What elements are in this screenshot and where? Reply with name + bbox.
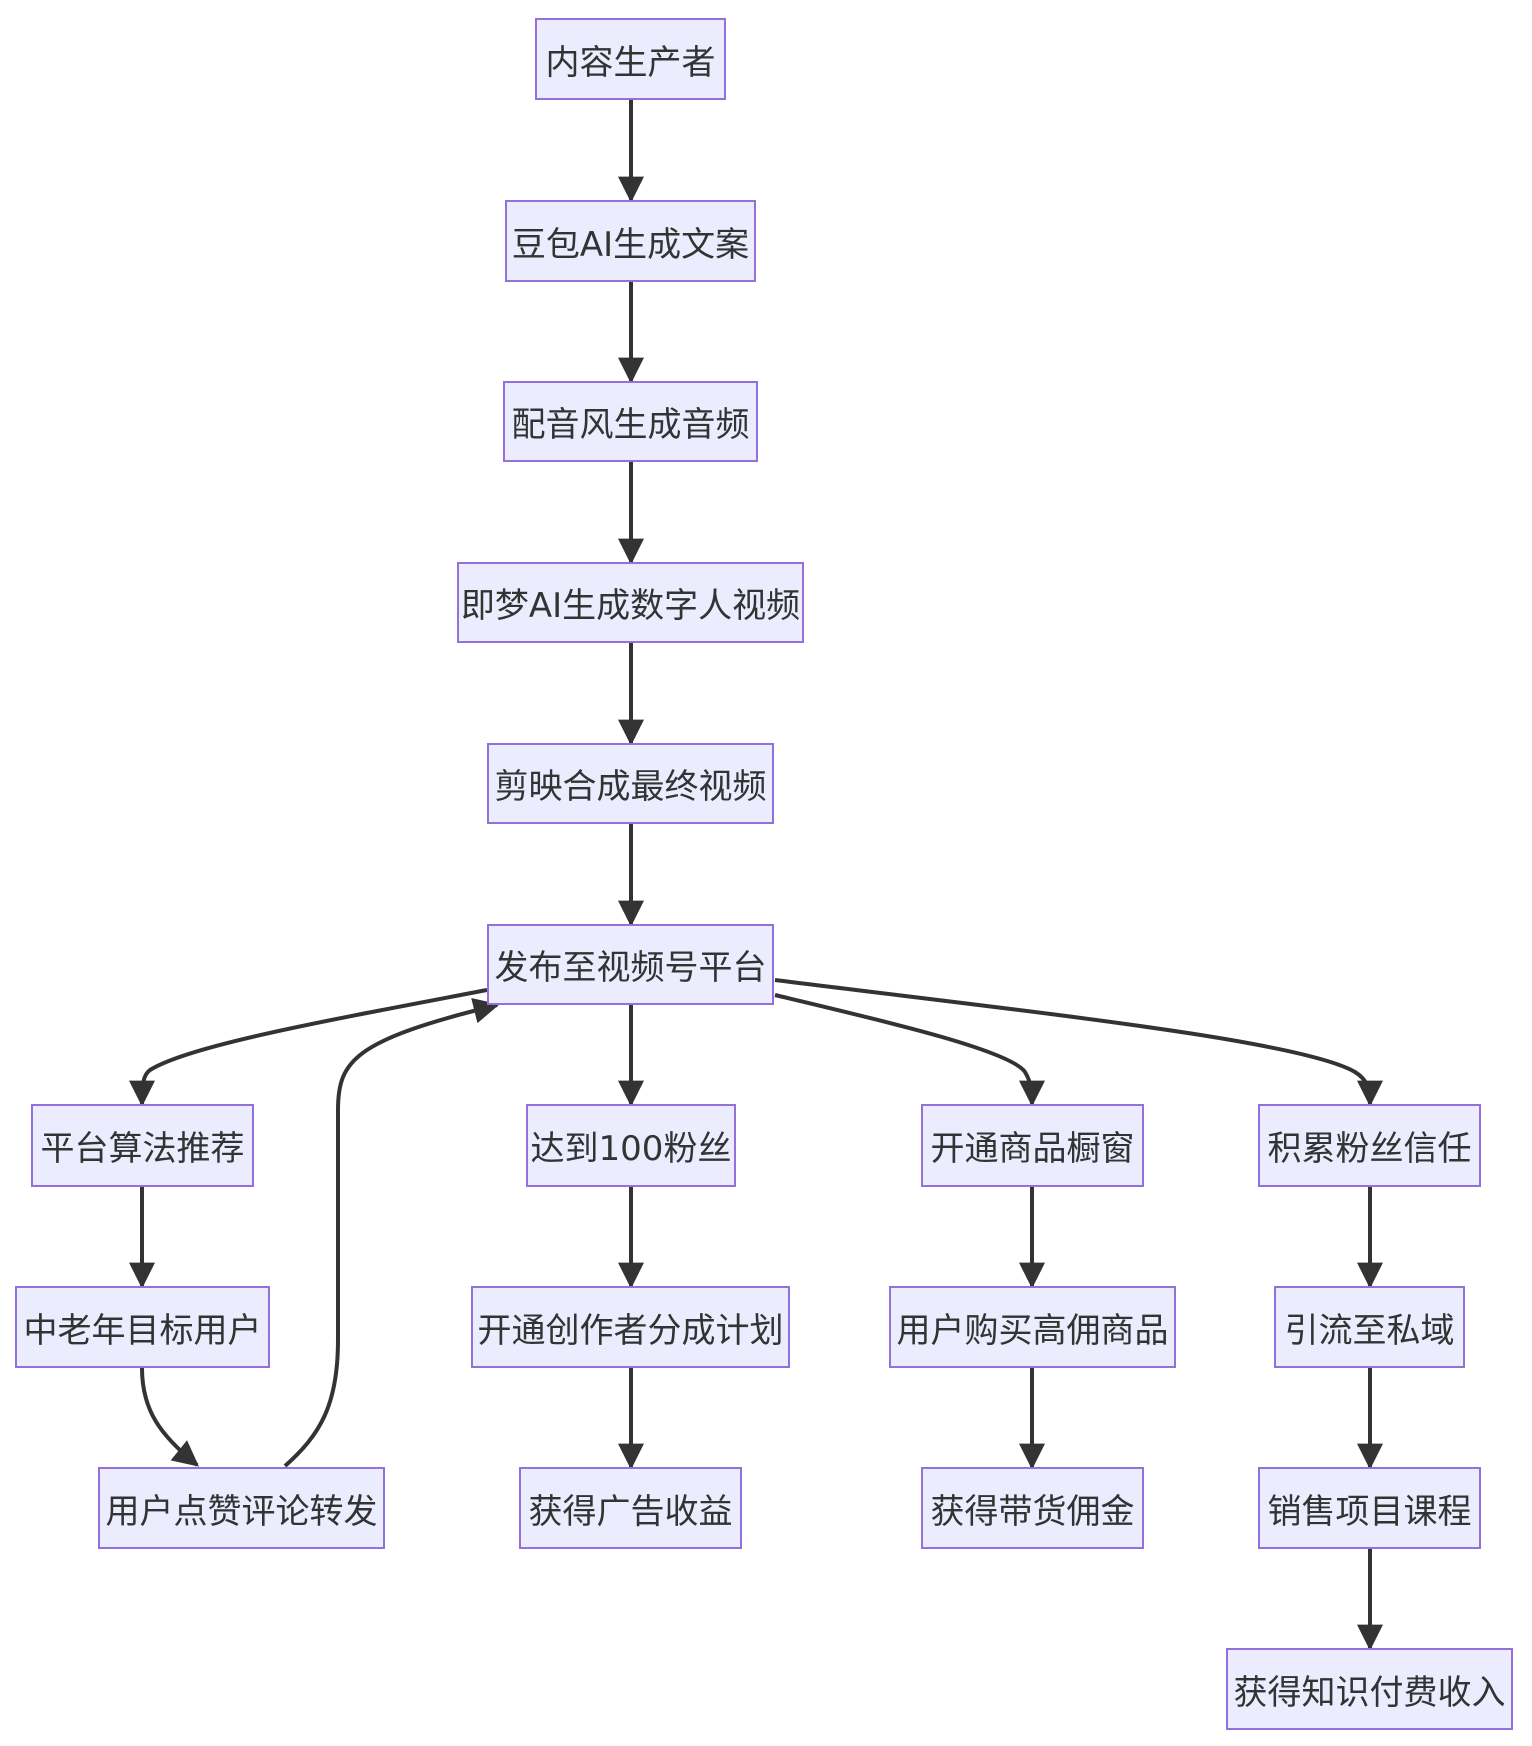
node-course: 销售项目课程 [1258,1467,1481,1549]
node-elderly-label: 中老年目标用户 [23,1310,262,1351]
node-private-label: 引流至私域 [1284,1310,1455,1351]
node-publish-label: 发布至视频号平台 [494,948,767,988]
edge-publish-to-algo [129,988,488,1107]
node-engage-label: 用户点赞评论转发 [105,1491,378,1532]
node-ad-income-label: 获得广告收益 [528,1491,733,1532]
node-creator-plan: 开通创作者分成计划 [471,1286,790,1368]
node-ad-income: 获得广告收益 [519,1467,742,1549]
node-private: 引流至私域 [1274,1286,1465,1368]
node-algo-label: 平台算法推荐 [40,1129,245,1169]
node-doubao-label: 豆包AI生成文案 [511,224,750,265]
node-jianying-label: 剪映合成最终视频 [494,767,767,807]
node-showcase: 开通商品橱窗 [921,1104,1144,1187]
edge-engage-to-publish [283,997,500,1468]
node-producer-label: 内容生产者 [545,42,716,83]
node-engage: 用户点赞评论转发 [98,1467,385,1549]
node-trust: 积累粉丝信任 [1258,1104,1481,1187]
node-elderly: 中老年目标用户 [15,1286,270,1368]
edge-elderly-to-engage [140,1367,200,1467]
node-algo: 平台算法推荐 [31,1104,254,1187]
node-jianying: 剪映合成最终视频 [487,743,774,824]
node-course-label: 销售项目课程 [1267,1491,1472,1532]
node-publish: 发布至视频号平台 [487,924,774,1005]
node-doubao: 豆包AI生成文案 [505,200,756,282]
node-fans100: 达到100粉丝 [526,1104,736,1187]
node-buy: 用户购买高佣商品 [889,1286,1176,1368]
node-buy-label: 用户购买高佣商品 [896,1310,1169,1351]
node-knowledge: 获得知识付费收入 [1226,1648,1513,1730]
edge-publish-to-trust [774,978,1383,1107]
edge-publish-to-showcase [774,993,1045,1107]
node-peiyinfeng: 配音风生成音频 [503,381,758,462]
node-showcase-label: 开通商品橱窗 [930,1129,1135,1169]
node-creator-plan-label: 开通创作者分成计划 [477,1310,784,1351]
node-peiyinfeng-label: 配音风生成音频 [511,405,750,445]
node-trust-label: 积累粉丝信任 [1267,1129,1472,1169]
node-fans100-label: 达到100粉丝 [530,1129,732,1169]
node-knowledge-label: 获得知识付费收入 [1233,1672,1506,1713]
node-commission-label: 获得带货佣金 [930,1491,1135,1532]
node-commission: 获得带货佣金 [921,1467,1144,1549]
node-producer: 内容生产者 [535,18,726,100]
node-jimeng: 即梦AI生成数字人视频 [457,562,804,643]
node-jimeng-label: 即梦AI生成数字人视频 [460,586,801,626]
